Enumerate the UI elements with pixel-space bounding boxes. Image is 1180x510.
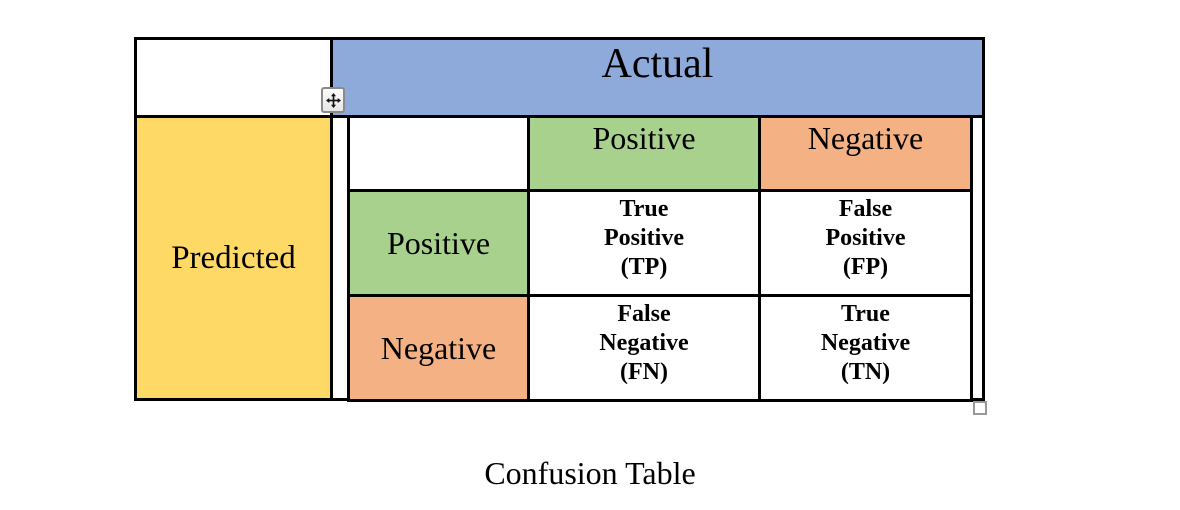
cell-line: True bbox=[841, 301, 890, 327]
cell-line: Positive bbox=[604, 225, 684, 251]
row-header-positive[interactable]: Positive bbox=[350, 192, 527, 294]
cell-false-negative[interactable]: False Negative (FN) bbox=[530, 297, 758, 399]
cell-true-negative[interactable]: True Negative (TN) bbox=[761, 297, 970, 399]
row-header-positive-label: Positive bbox=[386, 224, 491, 261]
cell-true-positive[interactable]: True Positive (TP) bbox=[530, 192, 758, 294]
predicted-label: Predicted bbox=[171, 239, 296, 276]
row-header-negative-label: Negative bbox=[380, 329, 497, 366]
confusion-outer-table: Actual Predicted Positive Negative Posit… bbox=[134, 37, 985, 402]
cell-line: True bbox=[619, 196, 669, 222]
row-header-negative[interactable]: Negative bbox=[350, 297, 527, 399]
cell-line: False bbox=[617, 301, 671, 327]
col-header-positive[interactable]: Positive bbox=[530, 118, 758, 189]
inner-table-container: Positive Negative Positive True Positive… bbox=[333, 115, 982, 402]
table-move-handle[interactable] bbox=[321, 87, 345, 113]
cell-line: Negative bbox=[599, 330, 689, 356]
cell-false-positive[interactable]: False Positive (FP) bbox=[761, 192, 970, 294]
predicted-header-cell[interactable]: Predicted bbox=[137, 118, 330, 398]
cell-line: Negative bbox=[820, 330, 911, 356]
confusion-inner-table: Positive Negative Positive True Positive… bbox=[347, 115, 973, 402]
cell-line: (FP) bbox=[842, 254, 889, 280]
cell-line: (TP) bbox=[620, 254, 668, 280]
col-header-positive-label: Positive bbox=[592, 120, 696, 156]
col-header-negative-label: Negative bbox=[807, 120, 924, 156]
cell-line: Positive bbox=[825, 225, 906, 251]
cell-line: (TN) bbox=[840, 359, 891, 385]
actual-header-cell[interactable]: Actual bbox=[333, 40, 982, 115]
move-cross-icon bbox=[325, 92, 341, 108]
cell-line: False bbox=[838, 196, 893, 222]
col-header-negative[interactable]: Negative bbox=[761, 118, 970, 189]
table-caption: Confusion Table bbox=[484, 455, 696, 491]
actual-label: Actual bbox=[601, 41, 714, 87]
corner-blank-cell[interactable] bbox=[137, 40, 330, 115]
cell-line: (FN) bbox=[620, 359, 668, 385]
table-resize-handle[interactable] bbox=[973, 401, 987, 415]
inner-blank-cell[interactable] bbox=[350, 118, 527, 189]
